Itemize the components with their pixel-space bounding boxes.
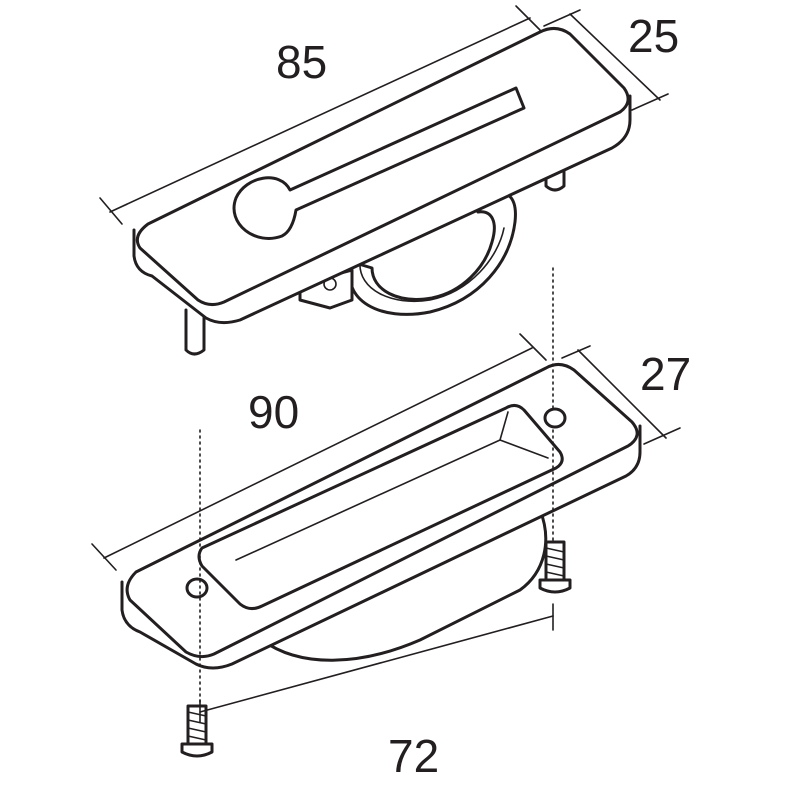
screw-right: [538, 540, 572, 594]
label-90: 90: [248, 386, 299, 438]
dimension-85: [99, 5, 541, 225]
pin-left: [184, 300, 206, 356]
pull-ring-inner: [359, 227, 505, 302]
bottom-cup-assembly: [120, 363, 642, 670]
dimension-27: [561, 345, 681, 445]
dimension-90: [91, 333, 547, 571]
label-85: 85: [276, 36, 327, 88]
screw-left: [180, 704, 214, 758]
dimension-72: [199, 603, 554, 723]
keyhole-slot: [232, 86, 526, 240]
label-27: 27: [640, 348, 691, 400]
top-plate-assembly: [132, 27, 632, 356]
label-25: 25: [628, 10, 679, 62]
recess-back-wall: [499, 411, 509, 441]
dimension-25: [543, 9, 669, 111]
screw-hole-right: [543, 407, 567, 429]
screw-hole-left: [185, 577, 209, 599]
label-72: 72: [388, 730, 439, 782]
